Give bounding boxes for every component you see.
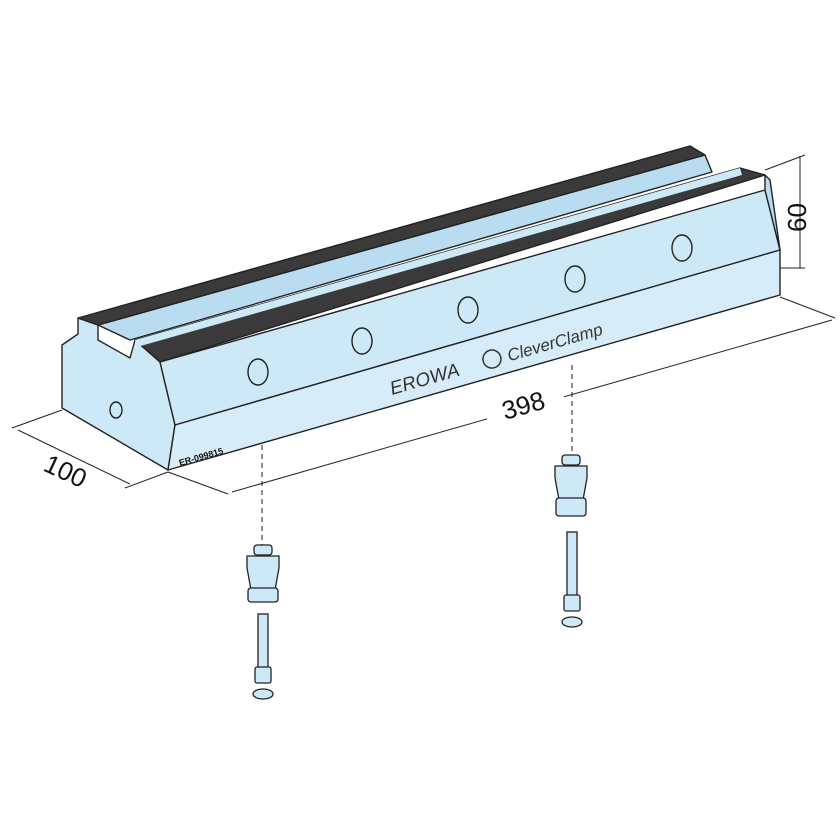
- front-rail-serrated-top: [134, 167, 766, 363]
- right-end-face: [764, 174, 781, 251]
- dimension-height: 60: [782, 203, 812, 232]
- clamping-pin-set-left: [246, 544, 280, 700]
- logo-wave-icon: [482, 349, 502, 369]
- clamping-pin-set-right: [554, 454, 588, 628]
- chamfer-holes: [109, 234, 693, 419]
- rear-rail-serrated-top: [77, 145, 706, 326]
- dimension-width: 100: [39, 448, 91, 494]
- front-face: [167, 249, 781, 471]
- dimension-length: 398: [498, 385, 548, 426]
